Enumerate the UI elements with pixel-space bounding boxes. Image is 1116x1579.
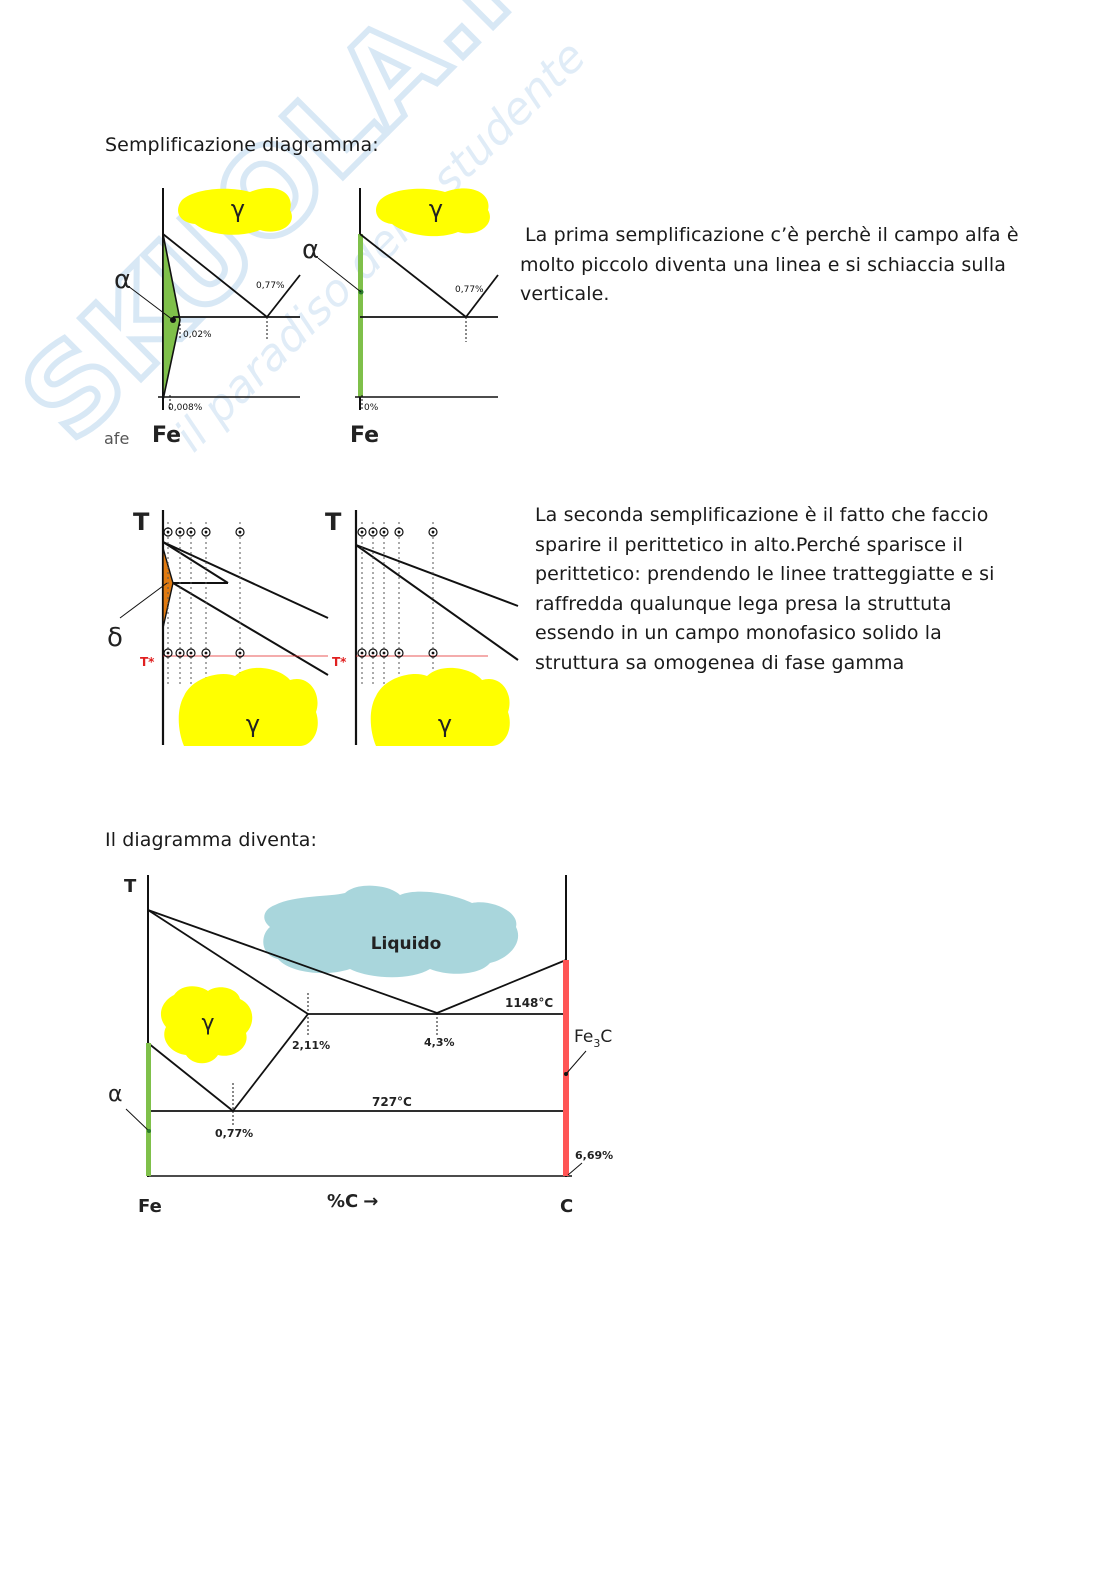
- gamma-region-right: [376, 188, 490, 237]
- cementite-end: C: [600, 1027, 612, 1047]
- liquid-region: [263, 885, 519, 978]
- alpha-label-right: α: [302, 235, 319, 265]
- a3-line-3: [147, 1042, 234, 1112]
- cementite-point: [564, 1072, 568, 1076]
- base-percent-right: 0%: [364, 403, 379, 413]
- cementite-strip: [563, 960, 569, 1176]
- alpha-pointer-right: [317, 257, 362, 293]
- cementite-comp-pointer: [567, 1162, 583, 1176]
- heading-resulting-diagram: Il diagramma diventa:: [105, 829, 318, 851]
- gamma-label-2: γ: [246, 710, 260, 738]
- x-axis-name: %C: [327, 1191, 358, 1212]
- alpha-line-right: [358, 234, 363, 397]
- alloy-marker-dots: [166, 530, 242, 655]
- fe-label-right: Fe: [350, 423, 379, 448]
- diagram-t-axis-label: T: [124, 876, 137, 897]
- gamma-label: γ: [231, 195, 245, 223]
- eutectoid-percent: 0,77%: [256, 281, 285, 291]
- x-axis-label: %C→: [327, 1191, 378, 1212]
- a3-line-right: [359, 233, 467, 318]
- alloy-markers-top: [163, 527, 245, 658]
- eutectic-comp-label: 4,3%: [424, 1036, 455, 1049]
- eutectic-temp-label: 1148°C: [505, 996, 553, 1010]
- logo-mark: afe: [104, 429, 129, 448]
- acm-line-3: [232, 1013, 309, 1112]
- gamma-region-2: [178, 667, 318, 746]
- cementite-comp-label: 6,69%: [575, 1149, 613, 1162]
- acm-line-right: [465, 274, 499, 318]
- gamma-label-3: γ: [201, 1011, 214, 1036]
- solidus-line-right: [355, 544, 519, 661]
- solidus-line: [172, 582, 329, 676]
- alpha-pointer-3: [125, 1108, 150, 1132]
- alpha-region: [162, 233, 181, 401]
- t-axis-label: T: [133, 508, 150, 536]
- figure-alpha-simplification: γ α 0,77% 0,02% 0,008% Fe afe γ α 0,77% …: [104, 188, 499, 448]
- gamma-region-2-right: [370, 667, 510, 746]
- t-star-label-right: T*: [332, 655, 347, 669]
- liquidus-right: [436, 959, 567, 1014]
- figure-peritectic-simplification: T δ T* γ T T* γ: [107, 508, 519, 746]
- a3-line: [162, 233, 268, 318]
- eutectoid-comp-label: 0,77%: [215, 1127, 253, 1140]
- figure-fe-c-diagram: T Liquido γ 1148°C 727°C 2,11% 4,3% 0,77…: [108, 875, 613, 1217]
- eutectoid-temp-label: 727°C: [372, 1095, 412, 1109]
- t-axis-label-right: T: [325, 508, 342, 536]
- alloy-marker-dots-right: [360, 530, 435, 655]
- x-right-label: C: [560, 1196, 573, 1217]
- alpha-strip: [146, 1043, 151, 1176]
- cementite-subscript: 3: [593, 1037, 600, 1050]
- cementite-pointer: [565, 1050, 587, 1075]
- gamma-label-2-right: γ: [438, 710, 452, 738]
- composition-dashes: [232, 993, 438, 1127]
- x-axis-arrow: →: [363, 1191, 378, 1212]
- eutectoid-percent-right: 0,77%: [455, 285, 484, 295]
- solubility-percent: 0,02%: [183, 330, 212, 340]
- liquidus-left: [147, 909, 438, 1014]
- gamma-region-3: [160, 986, 253, 1064]
- alloy-dashes-right: [361, 522, 434, 685]
- delta-pointer: [119, 582, 168, 619]
- liquidus-line-right: [355, 544, 519, 607]
- acm-line: [266, 274, 301, 318]
- alpha-point-3: [147, 1129, 151, 1133]
- solidus-line-3: [147, 909, 309, 1015]
- liquidus-line: [162, 541, 329, 619]
- x-left-label: Fe: [138, 1196, 162, 1217]
- cementite-base: Fe: [574, 1027, 593, 1047]
- paragraph-second-simplification: La seconda semplificazione è il fatto ch…: [535, 504, 995, 674]
- gamma-label-right: γ: [429, 195, 443, 223]
- paragraph-first-simplification: La prima semplificazione c’è perchè il c…: [520, 224, 1019, 305]
- cementite-label: Fe3C: [574, 1027, 612, 1050]
- alloy-dashes: [167, 522, 241, 685]
- fe-label: Fe: [152, 423, 181, 448]
- t-star-label: T*: [140, 655, 155, 669]
- peritectic-upper-line: [162, 541, 229, 584]
- alpha-pointer: [127, 285, 174, 321]
- alpha-label-3: α: [108, 1082, 123, 1107]
- heading-simplification: Semplificazione diagramma:: [105, 134, 379, 156]
- liquid-label: Liquido: [371, 934, 442, 954]
- alpha-label: α: [114, 265, 131, 295]
- austenite-max-label: 2,11%: [292, 1039, 330, 1052]
- gamma-region: [178, 188, 292, 235]
- alloy-markers-right: [357, 527, 438, 658]
- base-percent: 0,008%: [168, 403, 203, 413]
- delta-label: δ: [107, 623, 123, 653]
